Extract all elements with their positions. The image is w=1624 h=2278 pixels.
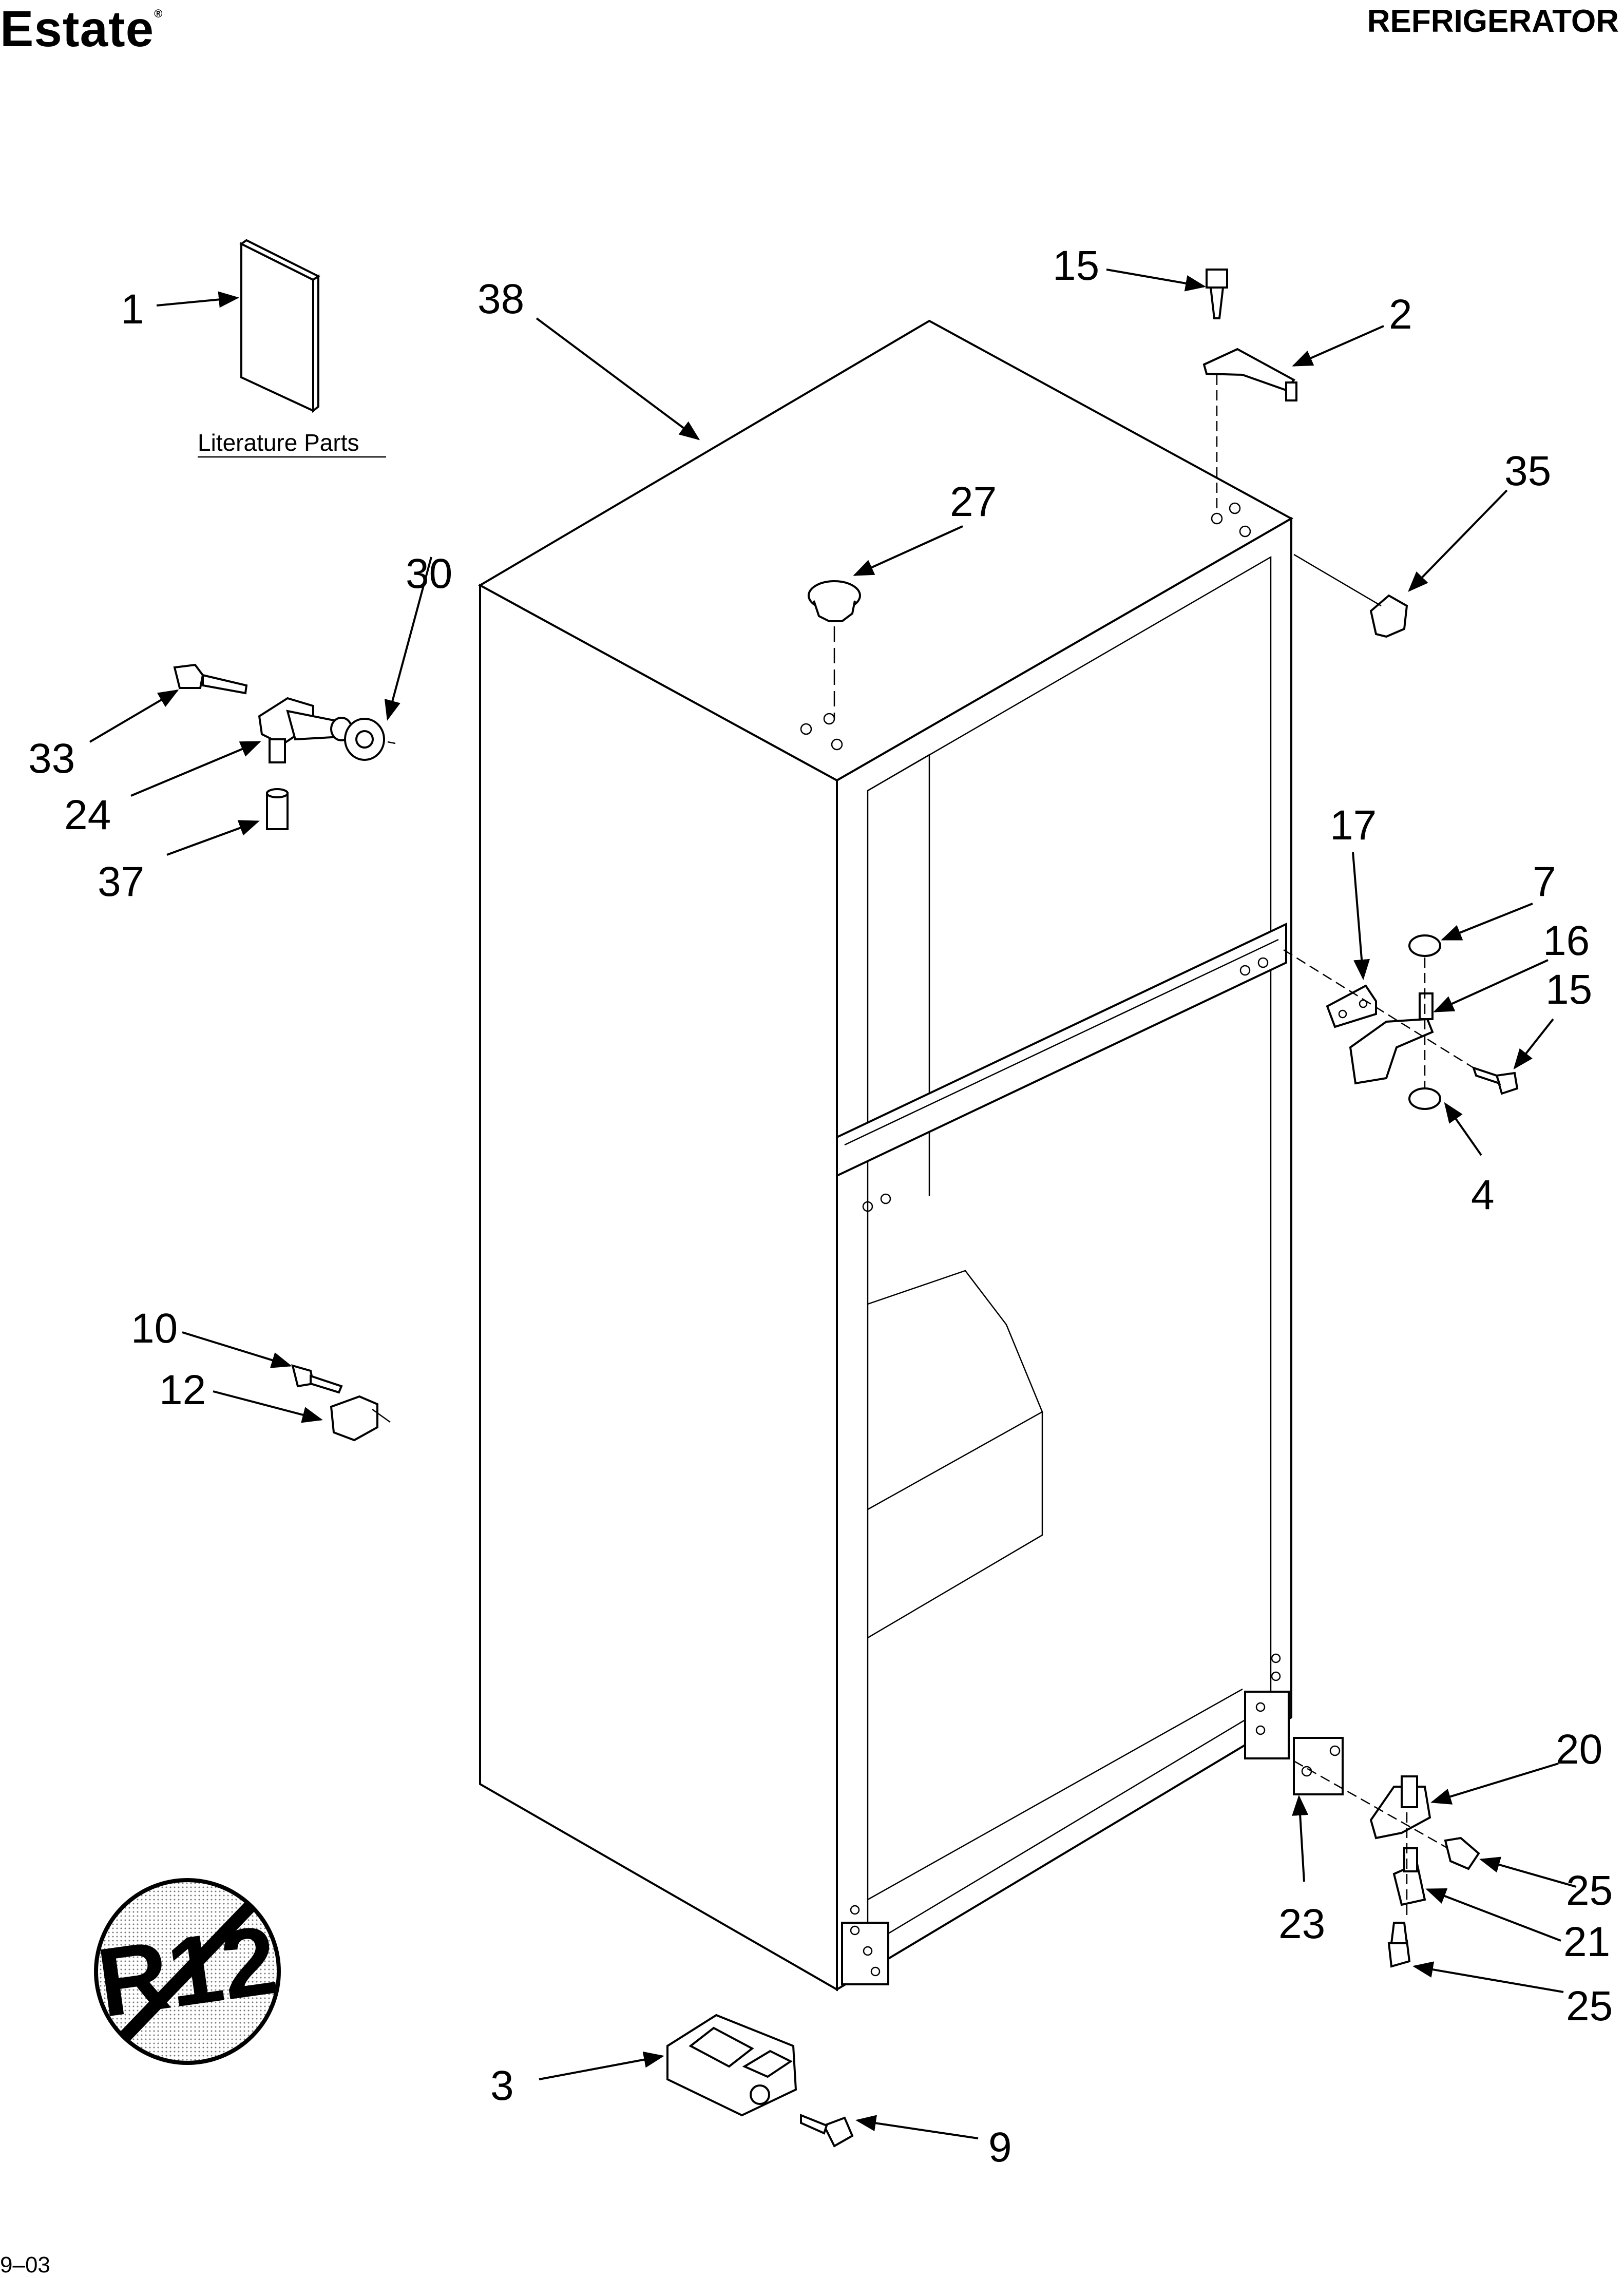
- top-plug: [808, 580, 861, 719]
- callout-2: 2: [1389, 291, 1412, 338]
- callout-16: 16: [1543, 917, 1590, 964]
- callout-3: 3: [490, 2062, 514, 2109]
- callout-15-mid: 15: [1545, 966, 1592, 1013]
- callout-7: 7: [1533, 858, 1556, 905]
- callout-10: 10: [131, 1305, 178, 1352]
- callout-30: 30: [406, 550, 452, 597]
- hinge-screw-top: [1206, 269, 1228, 319]
- callout-33: 33: [28, 735, 75, 782]
- callout-37: 37: [98, 858, 144, 905]
- callout-20: 20: [1556, 1726, 1602, 1773]
- center-hinge-assembly: [1283, 934, 1519, 1110]
- no-r12-symbol: R12: [91, 1878, 283, 2065]
- hinge-hole-plug: [1369, 594, 1408, 638]
- callout-25-upper: 25: [1566, 1867, 1613, 1914]
- brand-name: Estate: [0, 1, 155, 57]
- callout-15-top: 15: [1053, 242, 1099, 289]
- callout-35: 35: [1504, 448, 1551, 494]
- callout-9: 9: [988, 2124, 1012, 2171]
- top-hinge: [1202, 348, 1297, 508]
- leader-lines: [89, 269, 1577, 2139]
- brand-logo: Estate®: [0, 0, 163, 58]
- callout-labels: 1 38 15 2 35 27 30 33 24 37 17 7 16 15 4…: [28, 242, 1613, 2171]
- callout-38: 38: [477, 276, 524, 322]
- cabinet: [477, 319, 1294, 1992]
- page-title: REFRIGERATOR: [1367, 4, 1619, 39]
- callout-17: 17: [1330, 802, 1377, 849]
- callout-24: 24: [64, 792, 111, 838]
- wire-clip-assembly: [291, 1364, 391, 1442]
- door-stop-assembly: [173, 663, 396, 830]
- callout-27: 27: [950, 478, 997, 525]
- callout-21: 21: [1563, 1919, 1610, 1965]
- literature-booklet: [239, 239, 320, 413]
- leveling-leg-assembly: [666, 2014, 854, 2148]
- callout-25-lower: 25: [1566, 1983, 1613, 2030]
- literature-parts-label: Literature Parts: [198, 429, 359, 456]
- trademark-symbol: ®: [154, 7, 163, 20]
- bottom-hinge-assembly: [1293, 1737, 1480, 1968]
- callout-12: 12: [159, 1367, 206, 1413]
- callout-23: 23: [1278, 1901, 1325, 1947]
- callout-4: 4: [1471, 1172, 1495, 1218]
- footer-code: 9–03: [0, 2252, 50, 2277]
- callout-1: 1: [121, 286, 144, 333]
